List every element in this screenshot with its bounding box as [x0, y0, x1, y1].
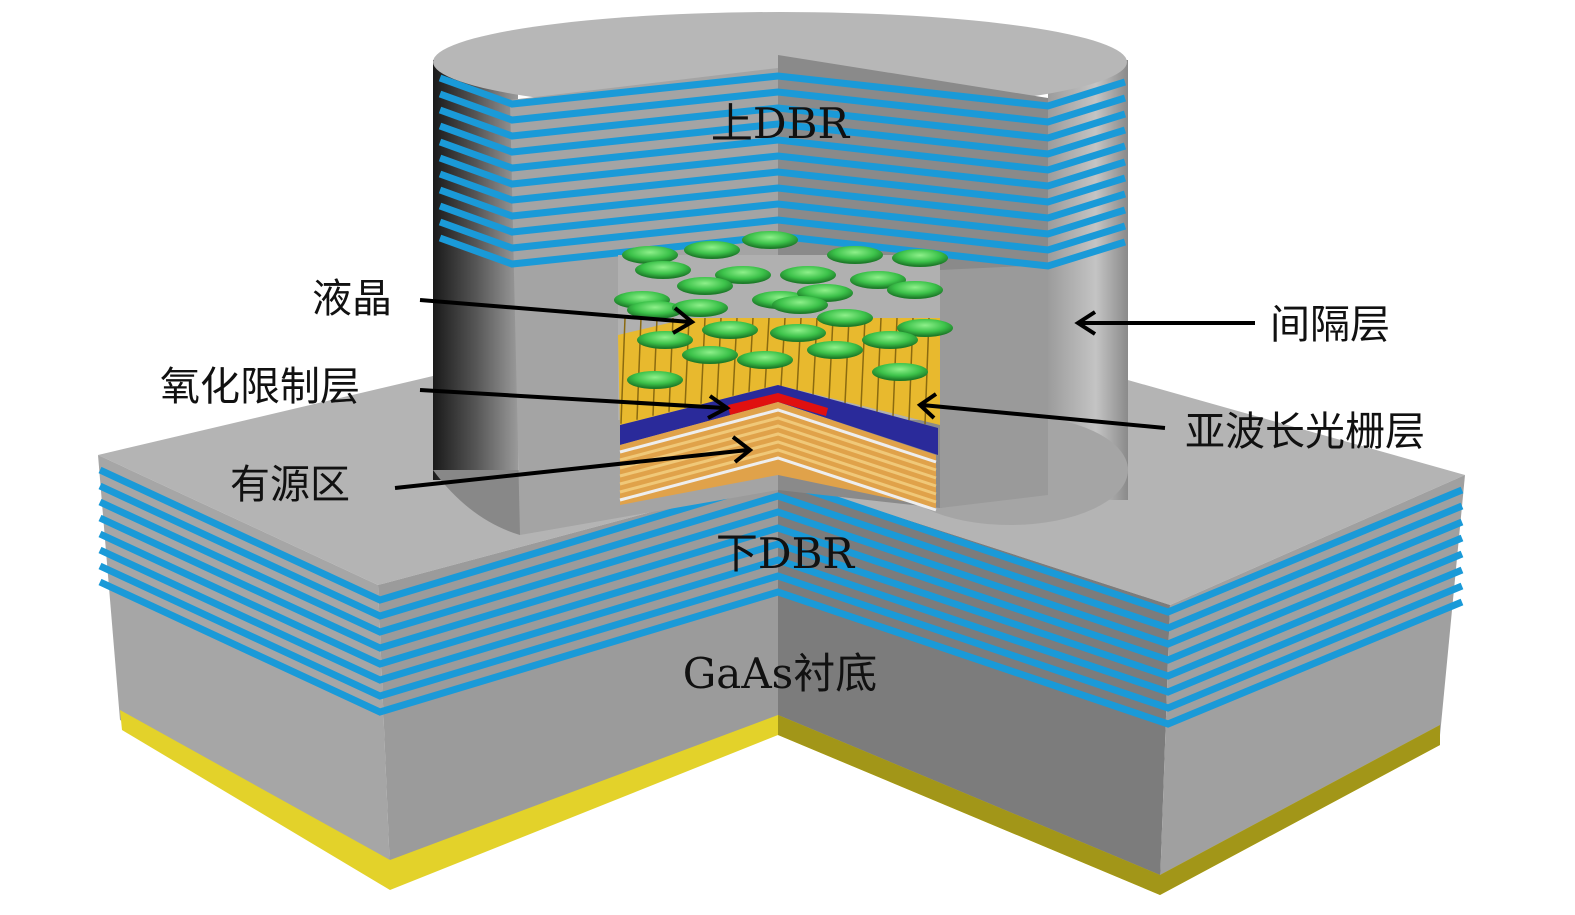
base-block — [98, 372, 1465, 895]
stripe — [438, 120, 1127, 158]
lc-molecule — [637, 331, 693, 349]
cylinder-bottom-left — [433, 470, 520, 535]
lc-molecule — [737, 351, 793, 369]
label-spacer: 间隔层 — [1270, 302, 1390, 348]
arrow-grating — [921, 403, 1166, 430]
stripe — [619, 456, 937, 512]
arrow-active — [394, 448, 749, 490]
label-oxide-aperture: 氧化限制层 — [160, 364, 360, 410]
stripe — [619, 416, 937, 472]
bottom-contact-shade — [778, 715, 1440, 895]
lc-molecule — [627, 371, 683, 389]
lower-dbr-stripes — [98, 466, 1464, 728]
lc-molecule — [827, 246, 883, 264]
stripe — [98, 514, 1464, 664]
lc-molecule — [850, 271, 906, 289]
stripe — [438, 88, 1127, 126]
grating-line — [684, 317, 690, 408]
arrowhead-icon — [707, 394, 731, 420]
stripe — [98, 562, 1464, 712]
grating-layer — [618, 318, 940, 425]
grating-line — [620, 317, 626, 424]
lc-molecule — [682, 346, 738, 364]
base-left-outer-face — [98, 455, 390, 870]
base-right-outer-face — [1160, 475, 1465, 885]
label-upper-dbr: 上DBR — [711, 99, 851, 148]
stripe — [619, 424, 937, 480]
stripe — [619, 448, 937, 504]
lc-molecule — [892, 249, 948, 267]
liquid-crystal-molecules — [614, 231, 953, 389]
arrow-liquid-crystal — [419, 298, 691, 324]
lc-molecule — [817, 309, 873, 327]
labels — [394, 298, 1255, 490]
label-grating: 亚波长光栅层 — [1185, 409, 1425, 455]
stripe — [438, 152, 1127, 190]
stripe — [619, 440, 937, 496]
label-liquid-crystal: 液晶 — [312, 276, 392, 322]
arrowhead-icon — [671, 306, 696, 335]
label-lower-dbr: 下DBR — [716, 529, 856, 578]
upper-dbr-stripes — [438, 72, 1127, 270]
stripe — [98, 578, 1464, 728]
lc-molecule — [807, 341, 863, 359]
lc-molecule — [780, 266, 836, 284]
stripe — [438, 200, 1127, 238]
stripe — [619, 408, 937, 464]
spacer-face — [940, 265, 1048, 508]
lc-molecule — [684, 241, 740, 259]
lc-molecule — [872, 363, 928, 381]
lc-molecule — [672, 299, 728, 317]
stripe — [438, 136, 1127, 174]
stripe — [438, 72, 1127, 110]
cavity-cutaway — [614, 231, 953, 512]
lc-molecule — [770, 324, 826, 342]
lc-molecule — [702, 321, 758, 339]
stripe — [438, 184, 1127, 222]
arrowhead-icon — [916, 392, 938, 420]
stripe — [438, 104, 1127, 142]
lc-molecule — [862, 331, 918, 349]
lc-molecule — [715, 266, 771, 284]
lc-molecule — [742, 231, 798, 249]
grating-line — [844, 317, 850, 404]
arrowhead-icon — [1074, 310, 1097, 336]
lc-molecule — [627, 301, 683, 319]
label-substrate: GaAs衬底 — [683, 649, 877, 698]
stripe — [98, 530, 1464, 680]
lc-molecule — [897, 319, 953, 337]
oxide-aperture-red — [728, 393, 828, 416]
lc-molecule — [635, 261, 691, 279]
stripe — [619, 432, 937, 488]
arrow-oxide — [419, 388, 726, 410]
stripe — [438, 168, 1127, 206]
active-region — [620, 402, 936, 508]
active-region-stripes — [619, 408, 937, 512]
bottom-contact — [120, 710, 1440, 895]
label-active-region: 有源区 — [230, 462, 350, 508]
lc-molecule — [677, 277, 733, 295]
lc-molecule — [622, 246, 678, 264]
stripe — [98, 546, 1464, 696]
stripe — [98, 482, 1464, 632]
stripe — [98, 498, 1464, 648]
stripe — [438, 216, 1127, 254]
lc-molecule — [772, 296, 828, 314]
lc-molecule — [887, 281, 943, 299]
arrowhead-icon — [731, 435, 754, 464]
grating-line — [860, 317, 866, 408]
